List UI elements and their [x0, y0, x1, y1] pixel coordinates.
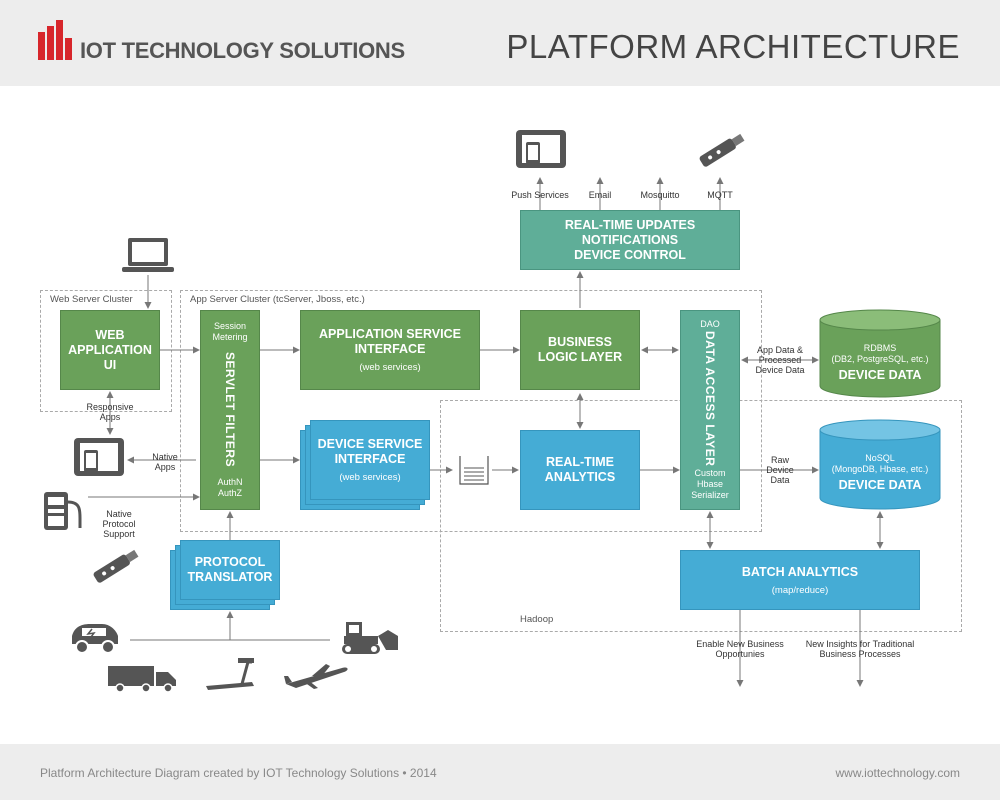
realtime-analytics-title: REAL-TIME ANALYTICS	[544, 455, 616, 484]
nosql-text: NoSQL (MongoDB, Hbase, etc.) DEVICE DATA	[820, 448, 940, 498]
device-service-interface-box: DEVICE SERVICE INTERFACE (web services)	[310, 420, 430, 500]
web-application-ui-box: WEB APPLICATION UI	[60, 310, 160, 390]
batch-analytics-sub: (map/reduce)	[771, 584, 829, 596]
realtime-updates-line2: NOTIFICATIONS	[581, 232, 679, 247]
enable-opportunities-label: Enable New Business Opportunies	[696, 639, 784, 659]
page-title: PLATFORM ARCHITECTURE	[506, 28, 960, 65]
rdbms-title: DEVICE DATA	[838, 368, 922, 382]
footer-url-link[interactable]: www.iottechnology.com	[835, 766, 961, 780]
batch-analytics-title: BATCH ANALYTICS	[741, 564, 859, 579]
nosql-title: DEVICE DATA	[838, 478, 922, 492]
app-data-label: App Data & Processed Device Data	[755, 345, 805, 375]
app-server-cluster-region	[180, 290, 762, 532]
usb-stick-icon	[699, 133, 745, 167]
application-service-interface-box: APPLICATION SERVICE INTERFACE (web servi…	[300, 310, 480, 390]
servlet-filters-title: SERVLET FILTERS	[223, 352, 237, 468]
email-label: Email	[588, 190, 612, 200]
rdbms-text: RDBMS (DB2, PostgreSQL, etc.) DEVICE DAT…	[820, 338, 940, 388]
native-protocol-label: Native Protocol Support	[102, 509, 136, 539]
tablet-phone-icon	[516, 130, 566, 168]
nosql-cylinder-icon	[819, 419, 941, 510]
native-apps-label: Native Apps	[152, 452, 178, 472]
servlet-filters-box: Session Metering SERVLET FILTERS AuthN A…	[200, 310, 260, 510]
sensor-device-icon	[44, 492, 82, 530]
treadmill-icon	[206, 658, 254, 690]
application-service-title: APPLICATION SERVICE INTERFACE	[319, 327, 461, 356]
bulldozer-icon	[342, 622, 398, 654]
device-service-title: DEVICE SERVICE INTERFACE	[317, 437, 423, 466]
raw-device-data-label: Raw Device Data	[766, 455, 794, 485]
authn-authz-label: AuthN AuthZ	[217, 476, 243, 498]
laptop-icon	[122, 238, 174, 272]
truck-icon	[108, 666, 176, 692]
airplane-icon	[284, 664, 348, 689]
mqtt-label: MQTT	[707, 190, 733, 200]
hbase-serializer-label: Custom Hbase Serializer	[691, 468, 729, 500]
realtime-updates-box: REAL-TIME UPDATES NOTIFICATIONS DEVICE C…	[520, 210, 740, 270]
web-application-ui-title: WEB APPLICATION UI	[68, 327, 152, 372]
nosql-detail: (MongoDB, Hbase, etc.)	[831, 464, 929, 474]
web-server-cluster-label: Web Server Cluster	[50, 294, 133, 305]
rdbms-cylinder-icon	[819, 309, 941, 398]
tablet-icon	[74, 438, 124, 476]
responsive-apps-label: Responsive Apps	[86, 402, 134, 422]
hadoop-label: Hadoop	[520, 614, 554, 625]
realtime-updates-line3: DEVICE CONTROL	[574, 247, 686, 262]
app-server-cluster-label: App Server Cluster (tcServer, Jboss, etc…	[190, 294, 365, 305]
queue-icon	[459, 456, 489, 485]
business-logic-layer-box: BUSINESS LOGIC LAYER	[520, 310, 640, 390]
brand-name: IOT TECHNOLOGY SOLUTIONS	[80, 38, 405, 63]
rdbms-detail: (DB2, PostgreSQL, etc.)	[831, 354, 929, 364]
new-insights-label: New Insights for Traditional Business Pr…	[805, 639, 915, 659]
rdbms-name: RDBMS	[863, 343, 897, 353]
web-server-cluster-region	[40, 290, 172, 412]
footer-credit: Platform Architecture Diagram created by…	[40, 766, 437, 780]
business-logic-title: BUSINESS LOGIC LAYER	[537, 335, 623, 364]
nosql-name: NoSQL	[865, 453, 895, 463]
header-bar: IOT TECHNOLOGY SOLUTIONS PLATFORM ARCHIT…	[0, 0, 1000, 86]
push-services-label: Push Services	[511, 190, 569, 200]
session-metering-label: Session Metering	[212, 321, 248, 342]
protocol-translator-title: PROTOCOL TRANSLATOR	[187, 555, 273, 584]
dao-label: DAO	[700, 319, 720, 329]
device-service-sub: (web services)	[339, 472, 401, 483]
protocol-translator-box: PROTOCOL TRANSLATOR	[180, 540, 280, 600]
logo-bars-icon	[38, 20, 72, 60]
usb-stick-icon-lower	[93, 549, 139, 583]
data-access-layer-title: DATA ACCESS LAYER	[703, 331, 717, 467]
car-icon	[72, 624, 118, 654]
application-service-sub: (web services)	[359, 362, 421, 373]
mosquitto-label: Mosquitto	[640, 190, 680, 200]
data-access-layer-box: DAO DATA ACCESS LAYER Custom Hbase Seria…	[680, 310, 740, 510]
realtime-analytics-box: REAL-TIME ANALYTICS	[520, 430, 640, 510]
realtime-updates-line1: REAL-TIME UPDATES	[564, 217, 696, 232]
footer-bar: Platform Architecture Diagram created by…	[0, 744, 1000, 800]
batch-analytics-box: BATCH ANALYTICS (map/reduce)	[680, 550, 920, 610]
